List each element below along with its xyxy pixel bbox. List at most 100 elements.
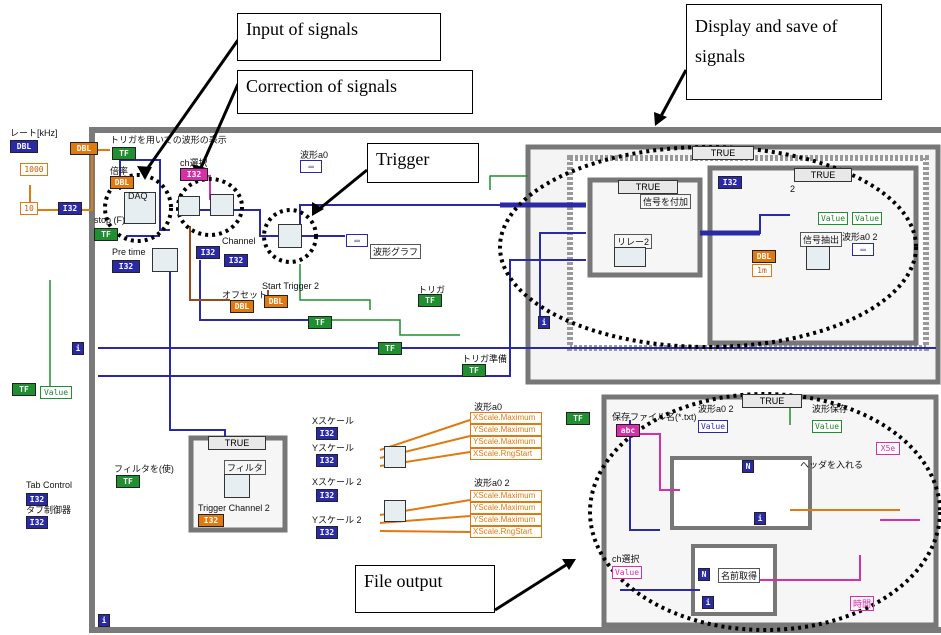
daq-vi[interactable]: DAQ [124, 191, 156, 224]
daq-label: DAQ [128, 191, 148, 201]
filter-case-selector[interactable]: TRUE [208, 436, 266, 450]
ch-select-label: ch選択 [180, 158, 208, 168]
stop-label: stop (F) [94, 215, 126, 225]
i-terminal-display: i [538, 316, 550, 329]
main-while-loop [89, 127, 941, 633]
correction-vi[interactable] [178, 196, 200, 216]
save-filename-terminal[interactable]: abc [616, 424, 640, 437]
channel-terminal-2[interactable]: I32 [224, 254, 248, 267]
waveform-graph-indicator[interactable]: ▭ [346, 234, 368, 247]
trigger-ellipse [262, 208, 318, 264]
property-node-1-item-3[interactable]: YScale.Maximum [470, 436, 542, 448]
two-label: 2 [790, 184, 796, 194]
trigger-ready-indicator[interactable]: TF [462, 364, 486, 377]
value-indicator-left[interactable]: Value [40, 386, 72, 399]
property-node-2-label: 波形a0 2 [474, 478, 510, 488]
filter-vi[interactable] [224, 474, 250, 498]
property-node-2-item-4[interactable]: XScale.RngStart [470, 526, 542, 538]
pre-time-terminal[interactable]: I32 [112, 260, 140, 273]
xscale2-terminal[interactable]: I32 [316, 489, 338, 502]
x5e-indicator[interactable]: X5e [876, 442, 900, 455]
add-signal-case-selector[interactable]: TRUE [618, 180, 678, 194]
yscale-terminal[interactable]: I32 [316, 454, 338, 467]
header-insert-label: ヘッダを入れる [800, 460, 864, 470]
waveform-a0-2-indicator[interactable]: ▭ [852, 243, 874, 256]
waveform-graph-label: 波形グラフ [370, 244, 422, 259]
display-ellipse [498, 145, 918, 349]
waveform-a0-indicator[interactable]: ▭ [300, 160, 322, 173]
tab-control-terminal-2[interactable]: I32 [26, 516, 48, 529]
tab-control-label: Tab Control [26, 480, 73, 490]
use-filter-toggle[interactable]: TF [116, 475, 140, 488]
trigger-indicator[interactable]: TF [418, 294, 442, 307]
callout-file-output: File output [355, 565, 495, 613]
save-filename-label: 保存ファイル名(*.txt) [612, 412, 697, 422]
add-signal-label: 信号を付加 [640, 194, 692, 209]
xscale-terminal[interactable]: I32 [316, 427, 338, 440]
trigger-ready-label: トリガ準備 [462, 354, 508, 364]
scale-vi-2[interactable] [384, 500, 406, 522]
value-indicator-2[interactable]: Value [852, 212, 882, 225]
start-trigger-label: Start Trigger 2 [262, 281, 320, 291]
property-node-2-item-1[interactable]: XScale.Maximum [470, 490, 542, 502]
signal-output-vi[interactable] [806, 246, 830, 270]
file-case-selector[interactable]: TRUE [742, 394, 802, 408]
property-node-1-item-2[interactable]: YScale.Maximum [470, 424, 542, 436]
callout-input-of-signals: Input of signals [237, 13, 441, 61]
multiplier-terminal[interactable]: DBL [110, 176, 134, 189]
input-ellipse [103, 173, 173, 243]
file-ellipse [588, 392, 941, 632]
file-tf-terminal[interactable]: TF [566, 412, 590, 425]
signal-output-label: 信号抽出 [800, 232, 843, 247]
n-terminal-2: N [698, 568, 710, 581]
waveform-save-value[interactable]: Value [812, 420, 842, 433]
trigger-display-toggle[interactable]: TF [112, 147, 136, 160]
scale-vi-1[interactable] [384, 446, 406, 468]
rate-terminal[interactable]: DBL [10, 140, 38, 153]
tf-terminal-2[interactable]: TF [378, 342, 402, 355]
one-m-constant[interactable]: 1m [752, 264, 772, 277]
correction-vi-2[interactable] [210, 194, 234, 216]
relay-vi[interactable] [614, 247, 646, 267]
trigger-channel-2-label: Trigger Channel 2 [198, 503, 270, 513]
ch-select-file-value[interactable]: Value [612, 566, 642, 579]
callout-correction-of-signals: Correction of signals [237, 70, 473, 114]
channel-terminal[interactable]: I32 [196, 246, 220, 259]
property-node-2-item-2[interactable]: YScale.Maximum [470, 502, 542, 514]
ch-select-terminal[interactable]: I32 [180, 168, 208, 181]
i32-terminal: I32 [58, 202, 82, 215]
rate-dbl-terminal: DBL [70, 142, 98, 155]
trigger-vi[interactable] [278, 224, 302, 248]
ch-select-file-label: ch選択 [612, 554, 640, 564]
value-terminal-left[interactable]: TF [12, 383, 36, 396]
property-node-1-label: 波形a0 [474, 402, 503, 412]
tf-terminal-1[interactable]: TF [308, 316, 332, 329]
output-case-selector[interactable]: TRUE [794, 168, 852, 182]
name-get-label: 名前取得 [718, 568, 761, 583]
property-node-2-item-3[interactable]: YScale.Maximum [470, 514, 542, 526]
filter-label: フィルタ [224, 460, 266, 475]
property-node-1-item-1[interactable]: XScale.Maximum [470, 412, 542, 424]
display-case-selector[interactable]: TRUE [692, 146, 754, 160]
rate-constant[interactable]: 1000 [20, 163, 48, 176]
yscale2-label: Yスケール 2 [312, 515, 362, 525]
yscale2-terminal[interactable]: I32 [316, 526, 338, 539]
loop-iteration-terminal: i [98, 614, 110, 627]
pre-time-vi[interactable] [152, 248, 178, 272]
trigger-display-label: トリガを用いての波形の表示 [110, 135, 227, 145]
property-node-1-item-4[interactable]: XScale.RngStart [470, 448, 542, 460]
value-indicator-1[interactable]: Value [818, 212, 848, 225]
stop-button[interactable]: TF [94, 228, 118, 241]
trigger-channel-2-terminal[interactable]: I32 [198, 514, 224, 527]
output-i32-terminal[interactable]: I32 [718, 176, 742, 189]
correction-ellipse [176, 177, 244, 237]
waveform-a0-2-value[interactable]: Value [698, 420, 728, 433]
start-trigger-terminal[interactable]: DBL [264, 295, 288, 308]
offset-terminal[interactable]: DBL [230, 300, 254, 313]
ten-constant[interactable]: 10 [20, 202, 38, 215]
rate-label: レート[kHz] [10, 128, 58, 138]
channel-label: Channel [222, 236, 256, 246]
tab-control-terminal[interactable]: I32 [26, 493, 48, 506]
callout-display-and-save: Display and save of signals [686, 4, 882, 100]
offset-label: オフセット [222, 290, 268, 300]
